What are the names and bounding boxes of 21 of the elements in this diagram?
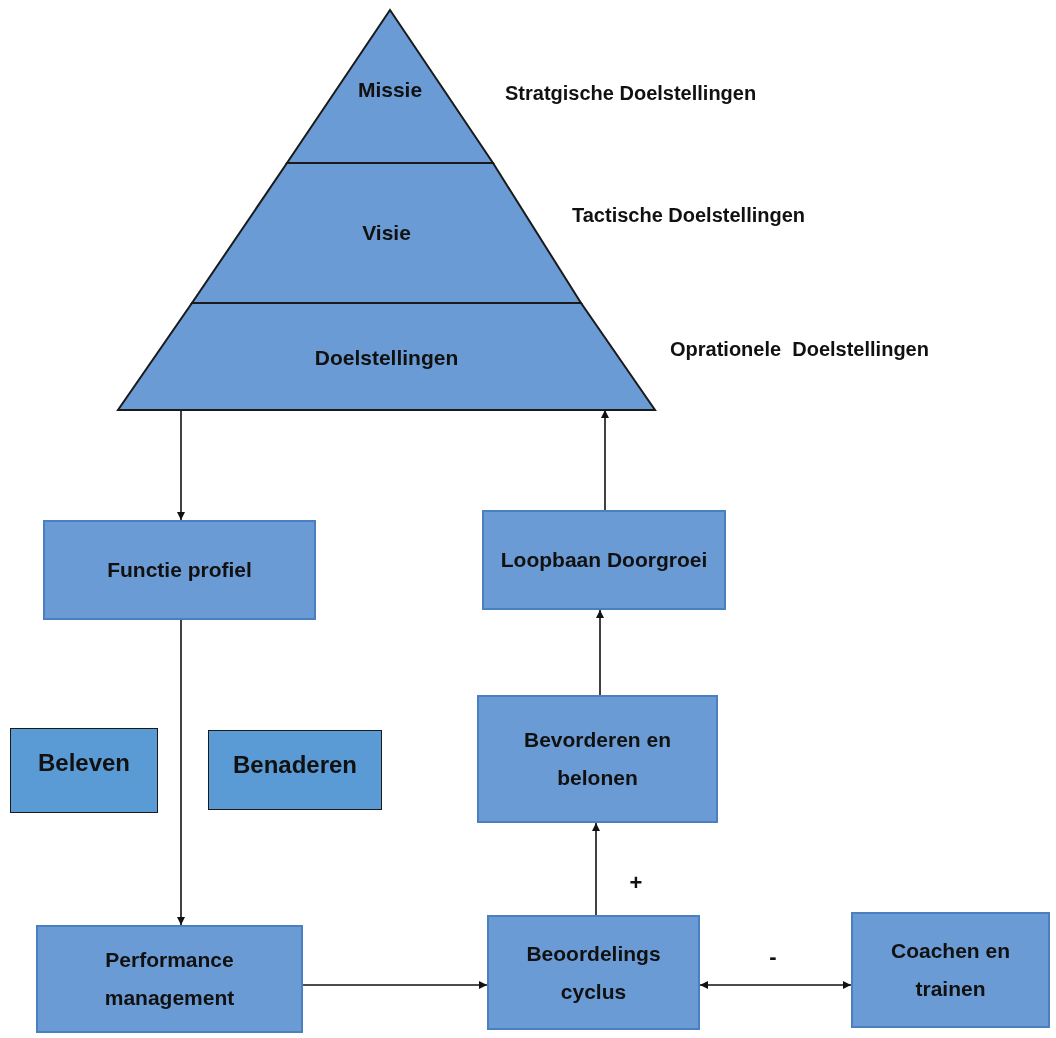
process-box: Beoordelings cyclus <box>487 915 700 1030</box>
process-box: Performance management <box>36 925 303 1033</box>
process-box: Benaderen <box>208 730 382 810</box>
arrow <box>302 981 488 989</box>
process-box: Functie profiel <box>43 520 316 620</box>
arrow <box>177 409 185 521</box>
level-caption: Stratgische Doelstellingen <box>505 82 757 105</box>
level-caption: Oprationele Doelstellingen <box>670 338 929 361</box>
process-box: Loopbaan Doorgroei <box>482 510 726 610</box>
process-box: Bevorderen en belonen <box>477 695 718 823</box>
process-box: Coachen en trainen <box>851 912 1050 1028</box>
layer-label: Missie <box>356 78 424 102</box>
arrow <box>592 822 600 916</box>
level-caption: Tactische Doelstellingen <box>572 204 806 227</box>
process-box: Beleven <box>10 728 158 813</box>
arrow <box>596 609 604 696</box>
arrow <box>177 619 185 926</box>
layer-label: Doelstellingen <box>313 346 460 370</box>
layer-label: Visie <box>361 221 412 245</box>
arrow <box>601 409 609 511</box>
arrow <box>699 981 852 989</box>
